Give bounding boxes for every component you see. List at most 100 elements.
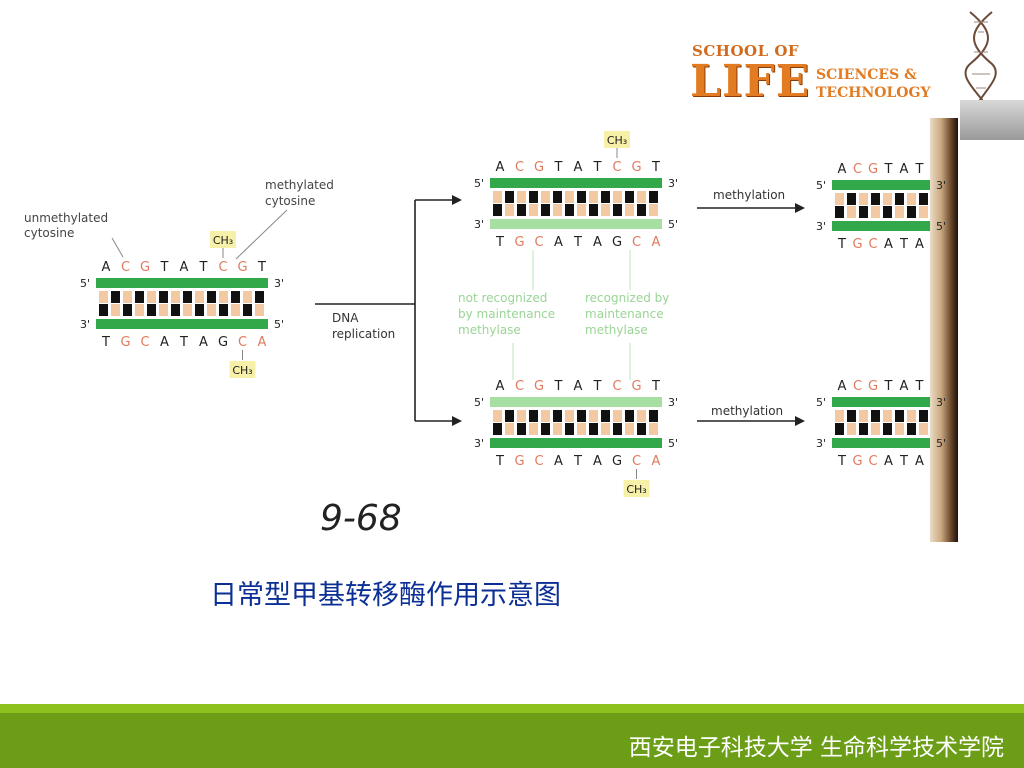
daughter-top-base-pair-lower [529,204,538,216]
daughter-bottom-base-pair-lower [625,423,634,435]
daughter-top-base-pair-upper [613,191,622,203]
methylated-top-base-pair-lower [895,206,904,218]
parent-three-prime-top: 3' [274,277,284,290]
footer-bar [0,704,1024,768]
methylated-bottom-three-prime-bottom: 3' [816,437,826,450]
methylated-bottom-bottom-strand [832,438,930,448]
daughter-bottom-top-base: G [631,379,641,394]
methylated-top-base-pair-upper [835,193,844,205]
daughter-bottom-bottom-base: A [593,454,602,469]
daughter-bottom-base-pair-lower [493,423,502,435]
replication-arrowhead-top [452,195,462,205]
daughter-top-bottom-base: T [573,235,582,250]
daughter-top-base-pair-lower [589,204,598,216]
daughter-bottom-base-pair-lower [613,423,622,435]
daughter-bottom-base-pair-upper [517,410,526,422]
daughter-bottom-base-pair-lower [517,423,526,435]
parent-base-pair-upper [171,291,180,303]
daughter-top-base-pair-upper [553,191,562,203]
recognized-label-1: recognized by [585,291,669,305]
methylated-top-top-base: A [838,162,847,177]
dna-replication-label-1: DNA [332,311,359,325]
daughter-bottom-bottom-base: C [632,454,641,469]
daughter-bottom-bottom-base: G [612,454,622,469]
daughter-top-bottom-base: G [514,235,524,250]
parent-base-pair-lower [195,304,204,316]
daughter-top-base-pair-upper [517,191,526,203]
daughter-top-five-prime-bottom: 5' [668,218,678,231]
parent-base-pair-lower [207,304,216,316]
parent-base-pair-lower [159,304,168,316]
methylated-bottom-bottom-base: G [852,454,862,469]
daughter-top-top-base: T [593,160,602,175]
recognized-label-3: methylase [585,323,648,337]
daughter-top-base-pair-upper [565,191,574,203]
methylated-bottom-five-prime-bottom: 5' [936,437,946,450]
daughter-top-bottom-base: C [632,235,641,250]
daughter-top-base-pair-lower [649,204,658,216]
methylated-top-top-base: G [868,162,878,177]
methylated-top-base-pair-upper [883,193,892,205]
daughter-top-base-pair-lower [637,204,646,216]
daughter-top-base-pair-lower [565,204,574,216]
not-recognized-label-2: by maintenance [458,307,555,321]
daughter-top-bottom-base: A [652,235,661,250]
daughter-bottom-bottom-base: T [495,454,504,469]
methylated-top-base-pair-lower [883,206,892,218]
parent-bottom-base: A [258,335,267,350]
methylated-bottom-base-pair-lower [907,423,916,435]
daughter-top-base-pair-upper [649,191,658,203]
methylated-top-top-base: T [915,162,924,177]
parent-base-pair-lower [135,304,144,316]
daughter-bottom-ch3-bottom: CH₃ [626,483,646,496]
parent-base-pair-upper [255,291,264,303]
daughter-top-ch3-top-box [604,131,630,148]
methylated-top-top-strand [832,180,930,190]
parent-base-pair-upper [231,291,240,303]
daughter-bottom-top-base: A [574,379,583,394]
slide-caption: 日常型甲基转移酶作用示意图 [210,580,561,611]
parent-bottom-base: A [199,335,208,350]
parent-base-pair-upper [219,291,228,303]
daughter-bottom-base-pair-lower [589,423,598,435]
parent-bottom-base: G [120,335,130,350]
parent-base-pair-lower [183,304,192,316]
logo-technology: TECHNOLOGY [816,85,931,101]
methylated-top-base-pair-lower [847,206,856,218]
parent-base-pair-lower [255,304,264,316]
daughter-bottom-base-pair-upper [613,410,622,422]
parent-base-pair-upper [243,291,252,303]
methylated-bottom-top-base: T [915,379,924,394]
methylation-arrowhead-bottom [795,416,805,426]
methylated-top-base-pair-upper [919,193,928,205]
daughter-top-base-pair-upper [577,191,586,203]
daughter-top-ch3-top: CH₃ [607,134,627,147]
methylated-label-2: cytosine [265,194,315,208]
parent-base-pair-lower [219,304,228,316]
parent-base-pair-upper [135,291,144,303]
parent-ch3-top-box [210,231,236,248]
daughter-top-bottom-base: A [593,235,602,250]
daughter-bottom-five-prime-top: 5' [474,396,484,409]
logo-life: LIFE [690,56,811,107]
footer-institution: 西安电子科技大学 生命科学技术学院 [628,735,1004,761]
dna-replication-label-2: replication [332,327,395,341]
daughter-bottom-base-pair-upper [649,410,658,422]
logo-sciences-technology: SCIENCES & TECHNOLOGY [816,66,930,102]
daughter-top-base-pair-lower [613,204,622,216]
methylation-label-bottom: methylation [711,404,783,418]
daughter-bottom-base-pair-lower [649,423,658,435]
not-recognized-label-1: not recognized [458,291,547,305]
methylated-top-base-pair-upper [871,193,880,205]
parent-bottom-base: T [101,335,110,350]
methylated-bottom-base-pair-upper [847,410,856,422]
parent-base-pair-upper [123,291,132,303]
daughter-bottom-base-pair-upper [601,410,610,422]
methylation-arrowhead-top [795,203,805,213]
parent-top-base: T [257,260,266,275]
parent-base-pair-upper [147,291,156,303]
daughter-top-base-pair-upper [625,191,634,203]
daughter-bottom-base-pair-lower [565,423,574,435]
methylated-top-top-base: A [900,162,909,177]
